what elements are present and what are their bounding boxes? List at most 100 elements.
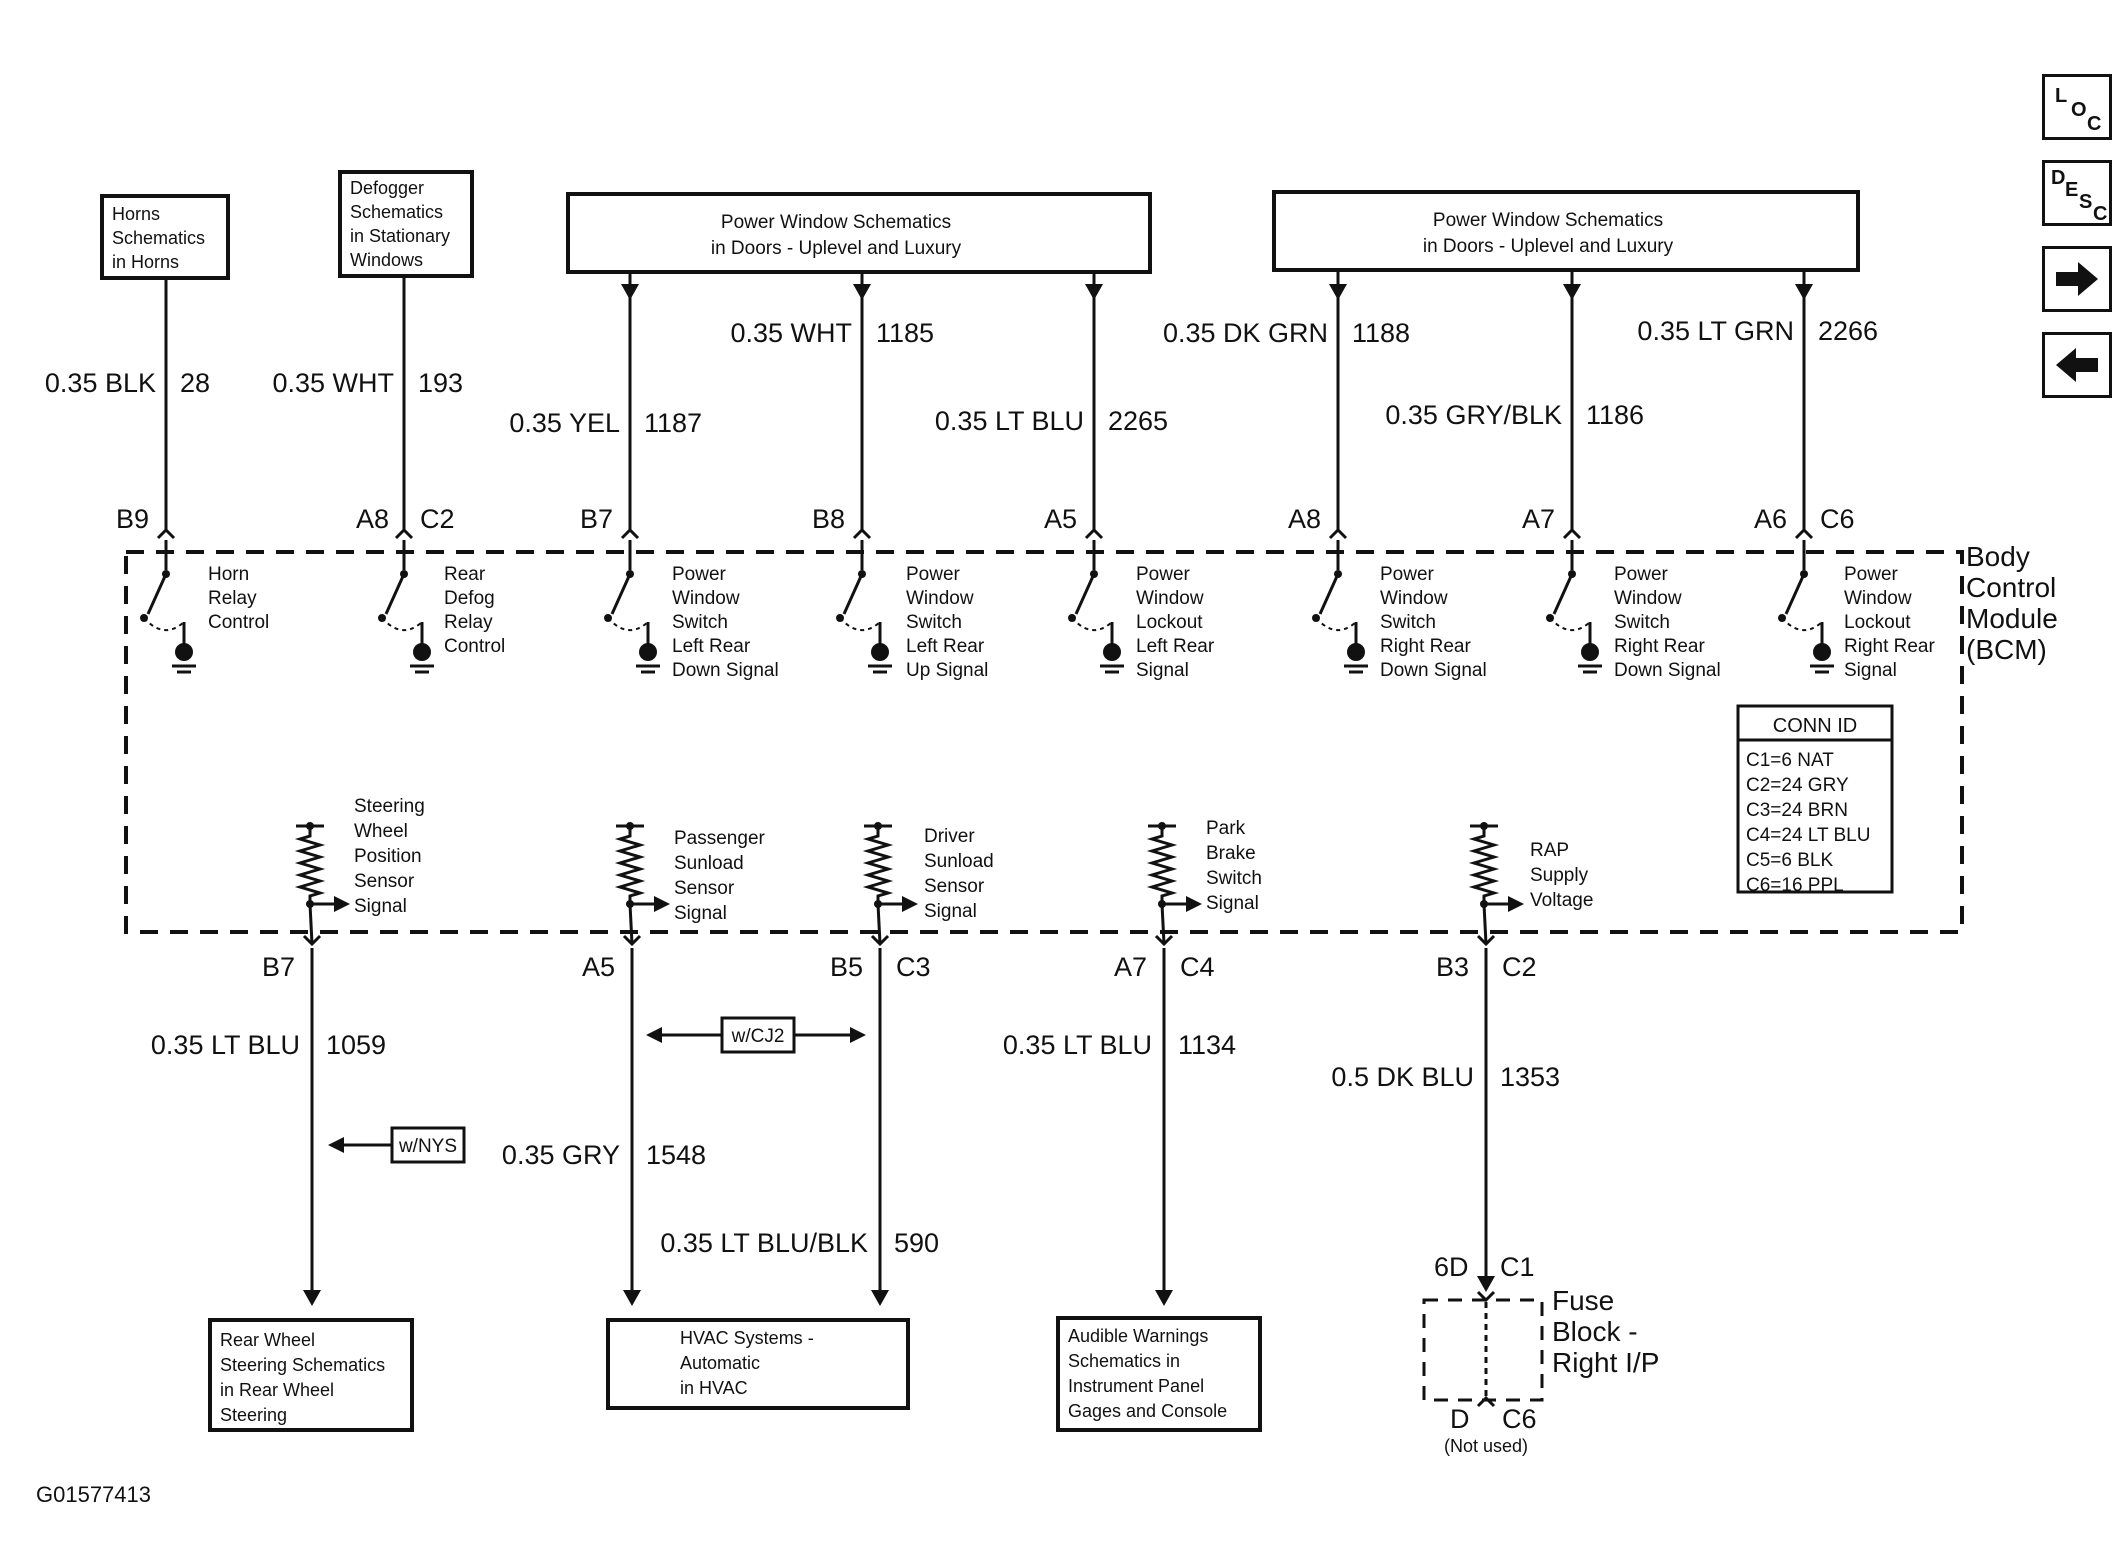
top-circuit-6-circuit-number: 1188 [1352,318,1410,348]
arrow-left-icon [2056,348,2098,382]
top-circuit-2-connector [394,527,414,540]
bottom-circuit-5-sensor-output-arrow [1508,896,1524,912]
bottom-circuit-5-wire-color: 0.5 DK BLU [1331,1062,1474,1092]
next-button[interactable] [2042,246,2112,312]
top-circuit-2-description-line-3: Relay [444,612,493,633]
desc-letter-d: D [2051,167,2066,189]
top-circuit-8-description-line-2: Window [1844,588,1912,609]
top-circuit-8-switch-blade [1784,573,1806,615]
bottom-ref-box-hvac-text-line-2: Automatic [680,1353,760,1373]
bottom-circuit-2-sensor-output-arrow [654,896,670,912]
bottom-circuit-4-sensor-resistor [1146,826,1178,904]
top-ref-box-pw-right-text-line-1: Power Window Schematics [1433,210,1663,231]
bottom-ref-box-rear-wheel-steering-text-line-1: Rear Wheel [220,1330,315,1350]
top-circuit-5-wire-color: 0.35 LT BLU [935,406,1084,436]
bottom-circuit-1-connector [302,934,322,947]
top-circuit-4-connector [852,527,872,540]
top-circuit-8-circuit-number: 2266 [1818,316,1878,346]
top-circuit-6-connector [1328,527,1348,540]
top-circuit-1-circuit-number: 28 [180,368,210,398]
option-cj2-label: w/CJ2 [731,1026,785,1047]
loc-letter-c: C [2087,113,2102,135]
top-circuit-6-switch-blade [1318,573,1340,615]
bottom-ref-box-audible-warnings [1056,1316,1262,1432]
top-circuit-5-description-line-1: Power [1136,564,1191,585]
top-ref-box-horns-text-line-3: in Horns [112,252,179,272]
top-circuit-3-ground-node [639,643,657,661]
top-ref-box-horns-text-line-2: Schematics [112,228,205,248]
top-circuit-2-description-line-2: Defog [444,588,495,609]
bottom-circuit-5-sensor-lead [1482,903,1488,945]
conn-id-row-1: C1=6 NAT [1746,750,1834,771]
desc-letter-c: C [2093,203,2108,225]
bottom-circuit-2-sensor-lead [628,903,634,945]
bottom-circuit-1-circuit-number: 1059 [326,1030,386,1060]
bottom-circuit-5-pin-right: C2 [1502,952,1537,982]
top-circuit-4-wire-color: 0.35 WHT [730,318,852,348]
option-nys-arrow [328,1137,344,1153]
top-circuit-4-description-line-4: Left Rear [906,636,985,657]
top-circuit-7-description-line-4: Right Rear [1614,636,1705,657]
top-circuit-8-description-line-3: Lockout [1844,612,1911,633]
top-circuit-3-connector [620,527,640,540]
conn-id-title: CONN ID [1773,715,1857,737]
top-circuit-8-wire-color: 0.35 LT GRN [1637,316,1794,346]
bottom-circuit-4-pin-right: C4 [1180,952,1215,982]
previous-button[interactable] [2042,332,2112,398]
top-circuit-7-pin-left: A7 [1522,504,1555,534]
bottom-circuit-1-description-line-5: Signal [354,896,407,917]
bottom-circuit-1-sensor-output-arrow [334,896,350,912]
loc-letter-o: O [2071,99,2087,121]
fuse-block-pin-d: D [1450,1404,1470,1434]
bottom-circuit-1-arrow [303,1290,321,1306]
bottom-circuit-1-description-line-3: Position [354,846,422,867]
bottom-circuit-3-arrow [871,1290,889,1306]
bottom-ref-box-rear-wheel-steering-text-line-4: Steering [220,1405,287,1425]
bottom-circuit-4-pin-left: A7 [1114,952,1147,982]
top-circuit-2-pin-right: C2 [420,504,455,534]
bottom-circuit-5-description-line-1: RAP [1530,840,1569,861]
top-circuit-5-description-line-2: Window [1136,588,1204,609]
arrow-right-icon [2056,262,2098,296]
bottom-circuit-4-connector [1154,934,1174,947]
bottom-circuit-5-pin-left: B3 [1436,952,1469,982]
figure-id: G01577413 [36,1482,151,1507]
top-circuit-8-description-line-1: Power [1844,564,1899,585]
top-circuit-1-pin-left: B9 [116,504,149,534]
fuse-block-pin-c6: C6 [1502,1404,1537,1434]
top-circuit-1-ground-node [175,643,193,661]
option-nys-label: w/NYS [398,1136,457,1157]
fuse-block-bottom-connector [1476,1395,1496,1408]
top-circuit-6-pin-left: A8 [1288,504,1321,534]
bottom-circuit-2-arrow [623,1290,641,1306]
top-circuit-3-description-line-5: Down Signal [672,660,779,681]
top-circuit-7-switch-link [1549,617,1591,631]
top-circuit-5-connector [1084,527,1104,540]
bottom-circuit-3-connector [870,934,890,947]
top-circuit-7-circuit-number: 1186 [1586,400,1644,430]
bottom-circuit-5-circuit-number: 1353 [1500,1062,1560,1092]
top-circuit-1-switch-link [143,617,185,631]
fuse-block-outline [1422,1298,1544,1402]
bottom-ref-box-hvac-text-line-3: in HVAC [680,1378,748,1398]
conn-id-table [1736,704,1894,894]
loc-letter-l: L [2055,85,2068,107]
bottom-ref-box-hvac-text-line-1: HVAC Systems - [680,1328,814,1348]
top-ref-box-defogger-text-line-1: Defogger [350,178,424,198]
top-circuit-3-pin-left: B7 [580,504,613,534]
bottom-circuit-4-sensor-lead [1160,903,1166,945]
top-circuit-2-ground-node [413,643,431,661]
bottom-circuit-1-sensor-lead [308,903,314,945]
bottom-circuit-3-sensor-lead [876,903,882,945]
top-circuit-6-description-line-5: Down Signal [1380,660,1487,681]
top-ref-box-defogger-text-line-4: Windows [350,250,423,270]
bcm-label-line-2: Control [1966,572,2056,603]
top-circuit-4-circuit-number: 1185 [876,318,934,348]
top-ref-box-defogger [338,170,474,278]
bottom-circuit-3-sensor-resistor [862,826,894,904]
description-button[interactable]: D E S C [2042,160,2112,226]
option-cj2-arrow-left [646,1027,662,1043]
bottom-circuit-4-sensor-output-arrow [1186,896,1202,912]
location-button[interactable]: L O C [2042,74,2112,140]
